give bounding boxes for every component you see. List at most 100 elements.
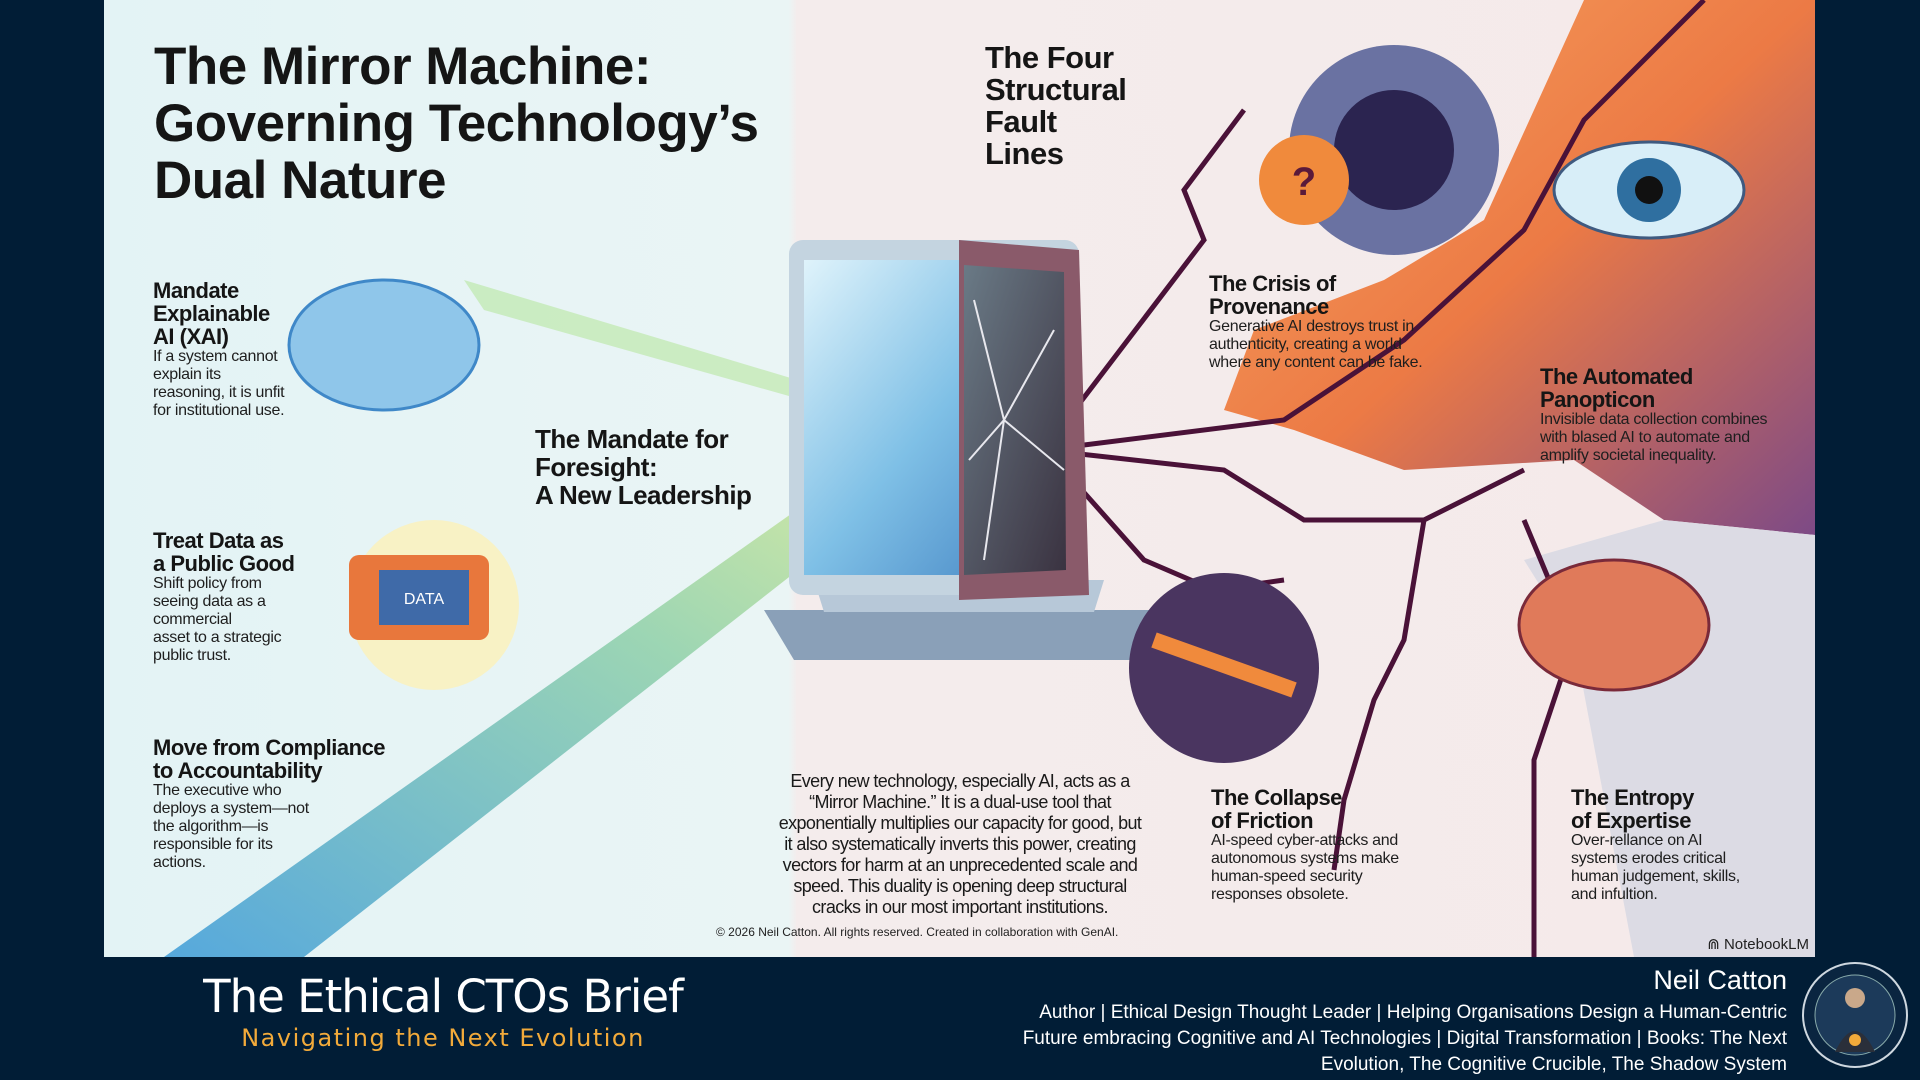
fault-lines-heading: The Four Structural Fault Lines bbox=[985, 40, 1127, 171]
summary-line: cracks in our most important institution… bbox=[812, 897, 1109, 917]
svg-text:?: ? bbox=[1292, 160, 1316, 204]
brain-icon bbox=[287, 278, 481, 412]
summary-line: Every new technology, especially AI, act… bbox=[790, 771, 1130, 791]
body-line: If a system cannot bbox=[153, 348, 278, 365]
body-line: explain its bbox=[153, 366, 221, 383]
foresight-heading: The Mandate for Foresight: A New Leaders… bbox=[535, 424, 752, 510]
summary-paragraph: Every new technology, especially AI, act… bbox=[734, 771, 1186, 918]
body-line: responses obsolete. bbox=[1211, 886, 1349, 903]
body-line: deploys a system—not bbox=[153, 800, 309, 817]
body-line: amplify societal inequality. bbox=[1540, 447, 1717, 464]
summary-line: “Mirror Machine.” It is a dual-use tool … bbox=[809, 792, 1111, 812]
heading-line: Panopticon bbox=[1540, 387, 1655, 412]
summary-line: it also systematically inverts this powe… bbox=[784, 834, 1136, 854]
ethical-cto-logo bbox=[1802, 962, 1908, 1068]
heading-line: Foresight: bbox=[535, 452, 658, 482]
heading-line: of Expertise bbox=[1571, 808, 1691, 833]
heading-line: The Automated bbox=[1540, 364, 1693, 389]
body-line: Over-rellance on AI bbox=[1571, 832, 1703, 849]
data-chest-icon: DATA bbox=[349, 520, 519, 690]
warm-region bbox=[1224, 0, 1815, 535]
heading-line: Fault bbox=[985, 104, 1057, 139]
bio-line: Author | Ethical Design Thought Leader |… bbox=[1039, 1002, 1787, 1023]
heading-line: Explainable bbox=[153, 301, 270, 326]
brand-tagline: Navigating the Next Evolution bbox=[241, 1024, 645, 1052]
infographic-illustration: DATA ? bbox=[164, 0, 1815, 957]
heading-line: Treat Data as bbox=[153, 528, 284, 553]
summary-line: speed. This duality is opening deep stru… bbox=[793, 876, 1127, 896]
body-line: where any content can be fake. bbox=[1209, 354, 1423, 371]
body-line: authenticity, creating a world bbox=[1209, 336, 1402, 353]
title-line: Dual Nature bbox=[154, 151, 446, 210]
title-line: The Mirror Machine: bbox=[154, 37, 652, 96]
heading-line: The Crisis of bbox=[1209, 271, 1336, 296]
body-line: human-speed security bbox=[1211, 868, 1363, 885]
body-line: with blased AI to automate and bbox=[1540, 429, 1750, 446]
body-line: for institutional use. bbox=[153, 402, 285, 419]
summary-line: exponentially multiplies our capacity fo… bbox=[778, 813, 1142, 833]
title-line: Governing Technology’s bbox=[154, 94, 759, 153]
body-line: public trust. bbox=[153, 647, 231, 664]
body-line: actions. bbox=[153, 854, 206, 871]
heading-line: The Collapse bbox=[1211, 785, 1342, 810]
notebooklm-icon: ⋒ bbox=[1707, 936, 1724, 953]
heading-line: to Accountability bbox=[153, 758, 323, 783]
body-line: responsible for its bbox=[153, 836, 273, 853]
body-line: Invisible data collection combines bbox=[1540, 411, 1768, 428]
body-line: commercial bbox=[153, 611, 232, 628]
body-line: systems erodes critical bbox=[1571, 850, 1726, 867]
author-bio: Author | Ethical Design Thought Leader |… bbox=[887, 1000, 1787, 1078]
body-line: AI-speed cyber-attacks and bbox=[1211, 832, 1398, 849]
provenance-vortex: ? bbox=[1259, 45, 1499, 255]
heading-line: Lines bbox=[985, 136, 1064, 171]
body-line: human judgement, skills, bbox=[1571, 868, 1740, 885]
heading-line: The Entropy bbox=[1571, 785, 1694, 810]
infographic: DATA ? The Mirror Machine: Governing Tec… bbox=[104, 0, 1815, 957]
watermark-text: NotebookLM bbox=[1723, 936, 1809, 953]
heading-line: A New Leadership bbox=[535, 480, 752, 510]
body-line: Shift policy from bbox=[153, 575, 262, 592]
body-line: asset to a strategic bbox=[153, 629, 282, 646]
body-line: Generative AI destroys trust in bbox=[1209, 318, 1415, 335]
page-title: The Mirror Machine: Governing Technology… bbox=[154, 37, 759, 210]
heading-line: Move from Compliance bbox=[153, 735, 386, 760]
heading-line: Mandate bbox=[153, 278, 239, 303]
entropy-brain-icon bbox=[1517, 558, 1711, 692]
heading-line: AI (XAI) bbox=[153, 324, 229, 349]
body-line: seeing data as a bbox=[153, 593, 266, 610]
brand-title: The Ethical CTOs Brief bbox=[203, 970, 684, 1023]
heading-line: Structural bbox=[985, 72, 1127, 107]
heading-line: a Public Good bbox=[153, 551, 295, 576]
heading-line: The Mandate for bbox=[535, 424, 729, 454]
author-name: Neil Catton bbox=[1653, 965, 1787, 995]
body-line: The executive who bbox=[153, 782, 282, 799]
eye-icon bbox=[1552, 140, 1746, 240]
bio-line: Future embracing Cognitive and AI Techno… bbox=[1022, 1028, 1787, 1049]
mirror-monitor bbox=[764, 240, 1154, 660]
notebooklm-watermark: ⋒ NotebookLM bbox=[1707, 935, 1809, 953]
body-line: autonomous systems make bbox=[1211, 850, 1399, 867]
chest-label: DATA bbox=[404, 591, 445, 608]
copyright-notice: © 2026 Neil Catton. All rights reserved.… bbox=[716, 925, 1119, 939]
body-line: reasoning, it is unfit bbox=[153, 384, 285, 401]
friction-circle-icon bbox=[1129, 573, 1319, 763]
light-beam bbox=[464, 280, 874, 420]
heading-line: The Four bbox=[985, 40, 1114, 75]
body-line: and infultion. bbox=[1571, 886, 1658, 903]
heading-line: of Friction bbox=[1211, 808, 1314, 833]
body-line: the algorithm—is bbox=[153, 818, 269, 835]
summary-line: vectors for harm at an unprecedented sca… bbox=[782, 855, 1138, 875]
heading-line: Provenance bbox=[1209, 294, 1329, 319]
